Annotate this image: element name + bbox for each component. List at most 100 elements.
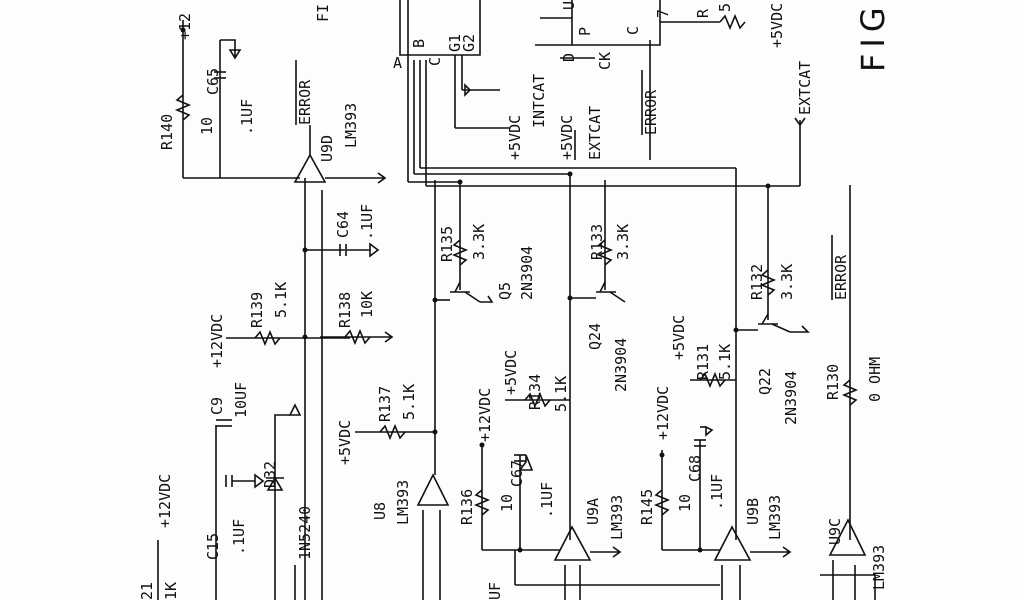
label-r130-value: 0 OHM — [866, 357, 884, 402]
pin-p: P — [576, 27, 594, 36]
label-fig-cut: FI — [314, 4, 332, 22]
c68-capacitor — [694, 439, 706, 447]
label-u9a-ref: U9A — [584, 498, 602, 525]
q5-transistor — [450, 281, 494, 303]
label-intcat: INTCAT — [530, 74, 548, 128]
label-r139-value: 5.1K — [272, 282, 290, 318]
label-c15-ref: C15 — [204, 533, 222, 560]
label-error-right: ERROR — [832, 254, 850, 300]
label-c64-ref: C64 — [334, 211, 352, 238]
label-c67-ref: C67 — [508, 460, 526, 487]
label-r134-ref: R134 — [526, 374, 544, 410]
label-v5-r137: +5VDC — [336, 420, 354, 465]
r145-resistor — [653, 489, 671, 516]
label-u9c-ref: U9C — [826, 518, 844, 545]
label-q22-ref: Q22 — [756, 368, 774, 395]
label-r121-ref: 21 — [138, 582, 156, 600]
label-v12-top: +12 — [176, 13, 194, 40]
r136-resistor — [473, 489, 491, 516]
label-r140-value: 10 — [198, 117, 216, 135]
pin-g1: G1 — [446, 34, 464, 52]
r131-resistor — [699, 371, 726, 389]
label-v12-r136: +12VDC — [476, 388, 494, 442]
label-r135-value: 3.3K — [470, 224, 488, 260]
label-c68-ref: C68 — [686, 455, 704, 482]
label-c65-ref: C65 — [204, 68, 222, 95]
transistor-symbols — [450, 281, 810, 333]
label-v5-top-right: +5VDC — [768, 3, 786, 48]
label-u9b-part: LM393 — [766, 495, 784, 540]
label-r133-value: 3.3K — [614, 224, 632, 260]
label-error-ic: ERROR — [642, 89, 660, 135]
label-extcat-right: EXTCAT — [796, 61, 814, 115]
label-r132-value: 3.3K — [778, 264, 796, 300]
r133-resistor — [596, 239, 614, 266]
label-r131-ref: R131 — [694, 344, 712, 380]
label-c68-value: .1UF — [708, 474, 726, 510]
label-u8-part: LM393 — [394, 480, 412, 525]
wires — [157, 0, 876, 600]
pin-a: A — [393, 54, 402, 72]
r138-resistor — [344, 328, 371, 346]
label-r121-value: 1K — [162, 582, 180, 600]
c9-capacitor — [216, 419, 232, 427]
figure-label: FIG — [854, 1, 892, 72]
label-v5-r131: +5VDC — [670, 315, 688, 360]
pin-u-cut: U — [560, 1, 578, 10]
label-seven: 7 — [654, 9, 672, 18]
label-r140-ref: R140 — [158, 114, 176, 150]
u9d-comparator — [293, 153, 327, 183]
pin-ck: CK — [596, 52, 614, 70]
u9c-comparator — [828, 518, 867, 556]
r-top-resistor — [719, 13, 746, 31]
label-u9c-part: LM393 — [870, 545, 888, 590]
label-u9d-out: ERROR — [296, 79, 314, 125]
r139-resistor — [254, 329, 281, 347]
label-v5-extcat: +5VDC — [558, 115, 576, 160]
u9a-comparator — [553, 525, 592, 561]
label-c9-value: 10UF — [232, 382, 250, 418]
label-r136-value: 10 — [498, 494, 516, 512]
label-q5-ref: Q5 — [496, 282, 514, 300]
junction-dots — [180, 27, 771, 553]
label-r136-ref: R136 — [458, 489, 476, 525]
c65-capacitor — [214, 71, 226, 79]
capacitor-symbols — [214, 71, 706, 487]
q22-transistor — [758, 313, 810, 333]
label-uf-cut: UF — [486, 582, 504, 600]
label-r137-value: 5.1K — [400, 384, 418, 420]
label-q5-part: 2N3904 — [518, 246, 536, 300]
label-r132-ref: R132 — [748, 264, 766, 300]
label-c65-value: .1UF — [238, 99, 256, 135]
label-v5-g2: +5VDC — [506, 115, 524, 160]
r137-resistor — [379, 423, 406, 441]
overbars — [295, 60, 833, 300]
label-u9d-part: LM393 — [342, 103, 360, 148]
label-c67-value: .1UF — [538, 482, 556, 518]
label-r137-ref: R137 — [376, 386, 394, 422]
u8-comparator — [416, 473, 450, 506]
label-v12-r145: +12VDC — [654, 386, 672, 440]
c67-capacitor — [514, 454, 526, 462]
q24-transistor — [596, 281, 626, 303]
label-c64-value: .1UF — [358, 204, 376, 240]
label-q24-ref: Q24 — [586, 323, 604, 350]
labels: +12 FI C65 R140 10 .1UF ERROR U9D LM393 … — [138, 1, 892, 600]
r140-resistor — [174, 94, 192, 121]
label-r134-value: 5.1K — [552, 376, 570, 412]
label-r133-ref: R133 — [588, 224, 606, 260]
comparator-symbols — [293, 125, 867, 561]
zener-diode-d32 — [266, 476, 284, 491]
label-c9-ref: C9 — [208, 397, 226, 415]
r130-resistor — [841, 379, 859, 406]
r134-resistor — [524, 391, 551, 409]
pin-c: C — [426, 57, 444, 66]
label-q22-part: 2N3904 — [782, 371, 800, 425]
label-d32-ref: D32 — [261, 461, 279, 488]
pin-d: D — [560, 53, 578, 62]
r132-resistor — [759, 269, 777, 296]
label-r135-ref: R135 — [438, 226, 456, 262]
label-u9d-ref: U9D — [318, 135, 336, 162]
label-five: 5 — [716, 3, 734, 12]
ground-symbols — [220, 39, 714, 489]
